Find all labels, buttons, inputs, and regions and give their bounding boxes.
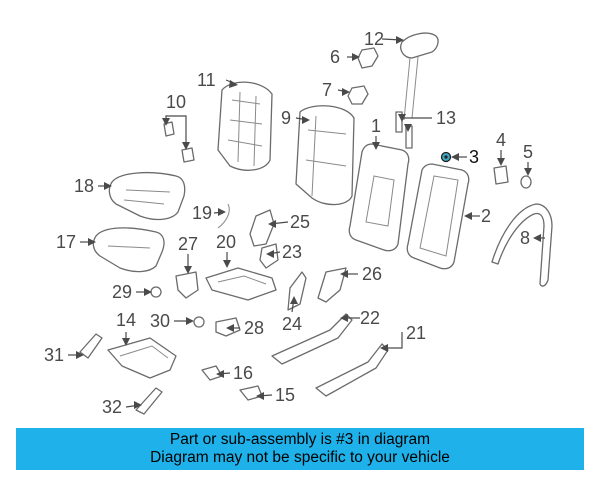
part-32-cover bbox=[135, 387, 163, 415]
part-20-panel bbox=[205, 267, 277, 301]
info-banner: Part or sub-assembly is #3 in diagram Di… bbox=[16, 428, 584, 470]
callout-2: 2 bbox=[481, 206, 491, 226]
part-11-seat-back-cover bbox=[217, 81, 273, 171]
part-31-cover bbox=[79, 333, 103, 359]
callout-14: 14 bbox=[116, 310, 136, 330]
part-1-frame bbox=[348, 143, 410, 252]
banner-line-part-number: Part or sub-assembly is #3 in diagram bbox=[169, 431, 431, 448]
callout-31: 31 bbox=[44, 345, 64, 365]
part-5-button bbox=[520, 175, 532, 189]
callout-28: 28 bbox=[244, 318, 264, 338]
part-15-bracket bbox=[239, 385, 263, 401]
part-19-wire bbox=[217, 203, 230, 229]
callout-19: 19 bbox=[192, 203, 212, 223]
callout-23: 23 bbox=[282, 242, 302, 262]
callout-21: 21 bbox=[406, 323, 426, 343]
callout-26: 26 bbox=[362, 264, 382, 284]
part-17-cushion-pad bbox=[92, 227, 165, 273]
callout-4: 4 bbox=[496, 130, 506, 150]
callout-29: 29 bbox=[112, 282, 132, 302]
callout-25: 25 bbox=[290, 212, 310, 232]
part-22-track bbox=[271, 313, 353, 365]
callout-5: 5 bbox=[523, 142, 533, 162]
callout-32: 32 bbox=[102, 397, 122, 417]
part-7-guide bbox=[347, 85, 369, 105]
seat-exploded-diagram: 1 2 3 4 5 6 7 8 9 10 11 12 13 14 15 16 1… bbox=[44, 29, 553, 417]
callout-1: 1 bbox=[371, 116, 381, 136]
part-26-cover bbox=[317, 267, 347, 303]
part-30-clip bbox=[193, 316, 205, 328]
callout-7: 7 bbox=[322, 80, 332, 100]
callout-30: 30 bbox=[150, 311, 170, 331]
callout-18: 18 bbox=[74, 176, 94, 196]
part-14-recliner-base bbox=[107, 337, 177, 379]
callout-16: 16 bbox=[233, 363, 253, 383]
banner-line-disclaimer: Diagram may not be specific to your vehi… bbox=[150, 449, 450, 466]
part-12-headrest bbox=[400, 32, 439, 121]
arrow-heads bbox=[76, 36, 541, 409]
part-18-cushion bbox=[108, 172, 186, 221]
part-10-clips bbox=[163, 121, 195, 163]
callout-6: 6 bbox=[330, 47, 340, 67]
part-21-track bbox=[315, 343, 389, 397]
callout-24: 24 bbox=[282, 314, 302, 334]
part-24-cover bbox=[287, 271, 307, 311]
callout-15: 15 bbox=[275, 385, 295, 405]
callout-13: 13 bbox=[436, 108, 456, 128]
part-9-seat-back-pad bbox=[295, 105, 355, 206]
callout-9: 9 bbox=[281, 108, 291, 128]
part-6-guide bbox=[357, 47, 379, 69]
callout-11: 11 bbox=[197, 70, 216, 90]
callout-20: 20 bbox=[216, 232, 236, 252]
callout-22: 22 bbox=[360, 308, 380, 328]
part-27-bracket bbox=[175, 271, 199, 299]
callout-8: 8 bbox=[520, 228, 530, 248]
callout-12: 12 bbox=[364, 29, 384, 49]
part-2-back-panel bbox=[406, 163, 470, 270]
part-3-clip-highlighted bbox=[440, 151, 452, 163]
part-29-clip bbox=[150, 286, 162, 298]
callout-labels: 1 2 3 4 5 6 7 8 9 10 11 12 13 14 15 16 1… bbox=[44, 29, 533, 417]
part-8-trim-strip bbox=[491, 203, 553, 287]
callout-10: 10 bbox=[166, 92, 186, 112]
part-4-bezel bbox=[493, 165, 509, 185]
callout-27: 27 bbox=[178, 234, 198, 254]
callout-3: 3 bbox=[469, 147, 479, 167]
part-25-bracket bbox=[249, 209, 275, 247]
callout-17: 17 bbox=[56, 232, 76, 252]
part-23-bracket bbox=[259, 243, 279, 269]
